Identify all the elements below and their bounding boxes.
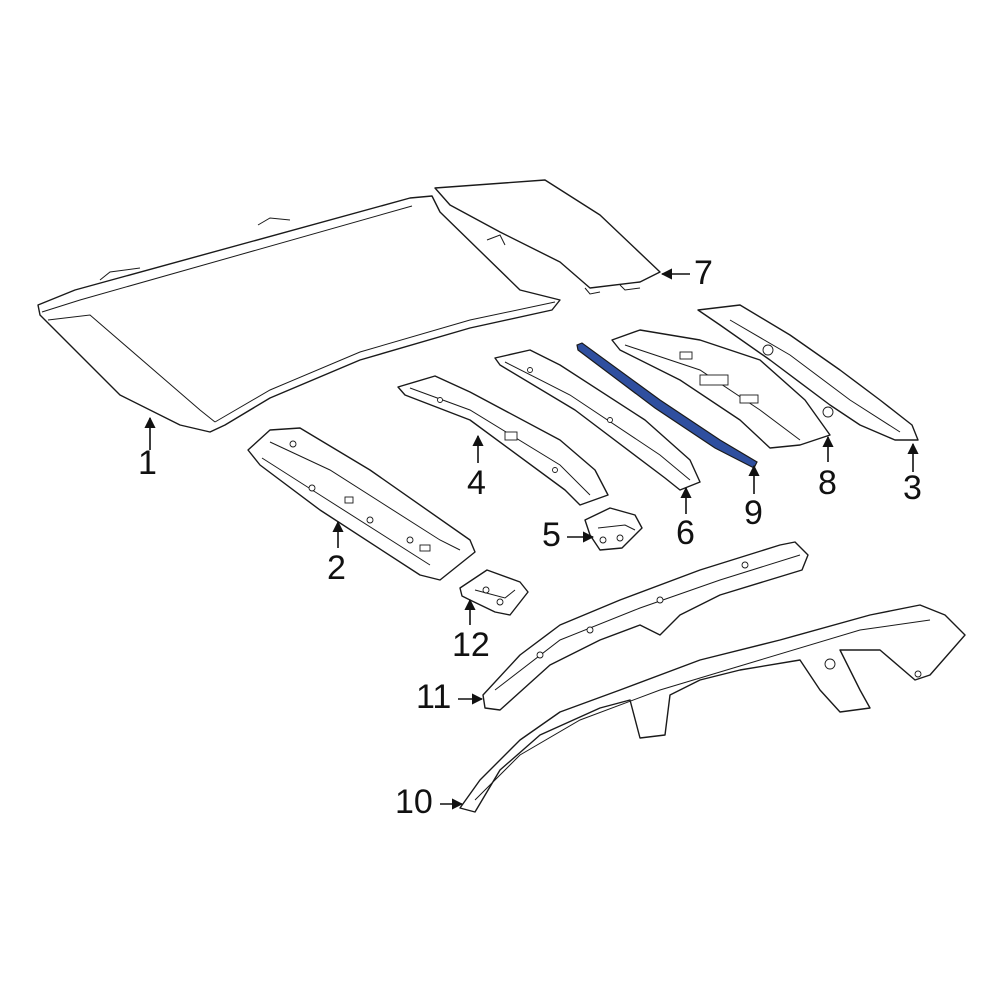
callout-9: 9 bbox=[744, 494, 763, 532]
callout-8: 8 bbox=[818, 464, 837, 502]
callout-3: 3 bbox=[903, 469, 922, 507]
part-roof-bow-4[interactable] bbox=[397, 375, 609, 506]
part-outer-frame-10[interactable] bbox=[459, 604, 966, 813]
callout-1: 1 bbox=[138, 444, 157, 482]
part-bracket-5[interactable] bbox=[584, 507, 643, 551]
callout-11: 11 bbox=[416, 678, 451, 716]
callout-5: 5 bbox=[542, 516, 561, 554]
callout-10: 10 bbox=[395, 783, 433, 821]
part-bracket-12[interactable] bbox=[459, 569, 529, 616]
part-rear-roof-panel[interactable] bbox=[434, 179, 661, 295]
callout-12: 12 bbox=[452, 626, 490, 664]
part-front-header[interactable] bbox=[247, 427, 476, 581]
callout-6: 6 bbox=[676, 514, 695, 552]
callout-2: 2 bbox=[327, 549, 346, 587]
part-roof-bow-6[interactable] bbox=[494, 349, 701, 491]
part-rear-rail-3[interactable] bbox=[697, 304, 919, 441]
part-rear-bow-8[interactable] bbox=[611, 329, 831, 449]
part-roof-panel[interactable] bbox=[37, 195, 561, 433]
callout-7: 7 bbox=[694, 254, 713, 292]
leader-lines bbox=[144, 268, 919, 810]
callout-4: 4 bbox=[467, 464, 486, 502]
part-side-rail-11[interactable] bbox=[482, 541, 809, 711]
callout-labels: 1 2 3 4 5 6 7 8 9 10 11 12 bbox=[138, 254, 922, 821]
